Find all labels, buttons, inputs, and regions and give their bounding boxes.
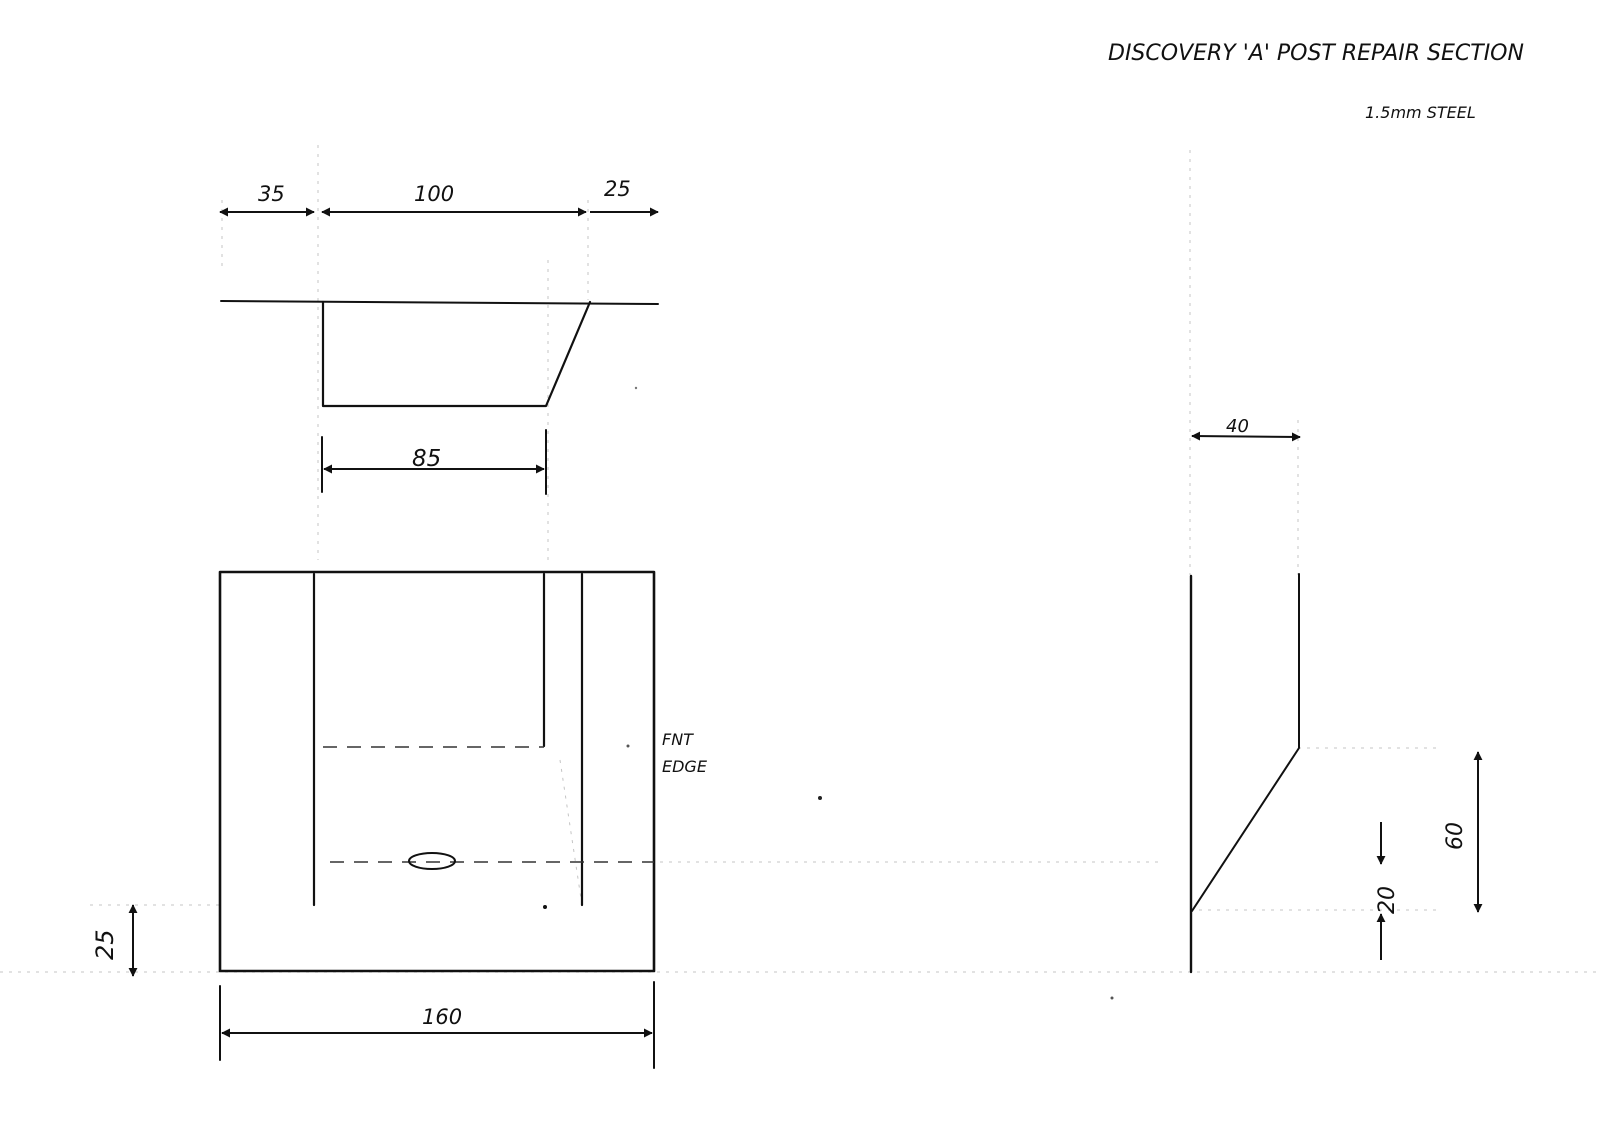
construction-lines: [0, 145, 1600, 973]
title-block: DISCOVERY 'A' POST REPAIR SECTION 1.5mm …: [1108, 41, 1524, 122]
speck: [634, 386, 638, 390]
dimension-label-35: 35: [258, 182, 285, 206]
front-view: FNT EDGE 25 160: [91, 570, 708, 1069]
front-edge-note-line-1: FNT: [662, 730, 694, 749]
material-note: 1.5mm STEEL: [1365, 103, 1476, 122]
reference-dot: [543, 905, 547, 909]
dimension-label-60: 60: [1443, 822, 1468, 850]
front-edge-note-line-2: EDGE: [662, 757, 708, 776]
guide-line: [559, 759, 583, 906]
dimension-label-25-vertical: 25: [91, 929, 119, 960]
dimension-label-85: 85: [412, 446, 441, 472]
scan-specks: [626, 386, 1114, 1000]
surface-line: [220, 300, 659, 305]
side-view: 40 60 20: [1189, 416, 1483, 974]
drawing-title: DISCOVERY 'A' POST REPAIR SECTION: [1108, 41, 1524, 66]
speck: [818, 796, 822, 800]
repair-section-profile: [321, 300, 592, 408]
dimension-label-40: 40: [1226, 416, 1249, 437]
panel-outline: [218, 570, 656, 973]
dimension-label-25: 25: [604, 177, 631, 201]
side-profile-front: [1191, 573, 1300, 912]
speck: [626, 744, 630, 748]
top-view: 35 100 25 85: [219, 177, 659, 495]
hole-slot: [408, 852, 456, 870]
dimension-line-40: [1191, 431, 1301, 442]
speck: [1110, 996, 1114, 1000]
dimension-label-160: 160: [422, 1005, 462, 1029]
dimension-label-20: 20: [1375, 886, 1400, 914]
dimension-label-100: 100: [414, 182, 454, 206]
